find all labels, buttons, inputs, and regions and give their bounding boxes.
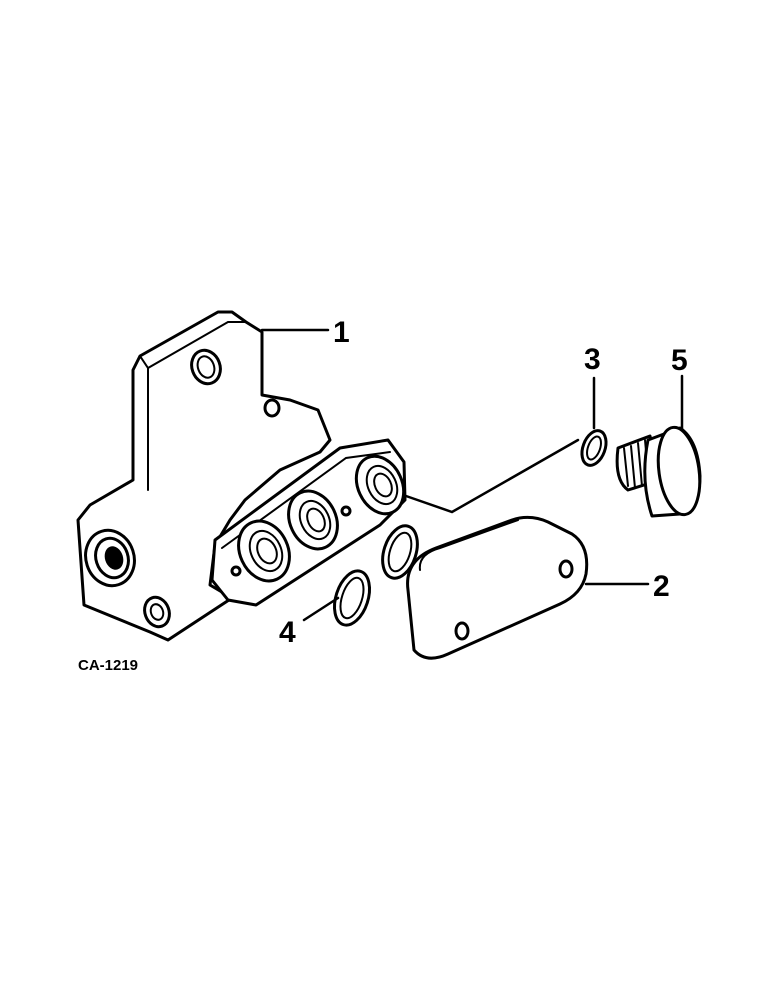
valve-body-icon — [76, 310, 407, 642]
figure-code: CA-1219 — [78, 657, 138, 674]
leader-line-4 — [302, 596, 340, 622]
callout-3: 3 — [584, 343, 601, 376]
plug-icon — [615, 425, 702, 518]
callout-1: 1 — [333, 316, 350, 349]
cover-plate-icon — [406, 515, 589, 660]
assembly-path-line — [404, 438, 580, 514]
callout-5: 5 — [671, 344, 688, 377]
callout-2: 2 — [653, 570, 670, 603]
o-ring-pair-icon — [332, 524, 419, 627]
seal-ring-icon — [580, 429, 608, 467]
callout-4: 4 — [279, 616, 296, 649]
